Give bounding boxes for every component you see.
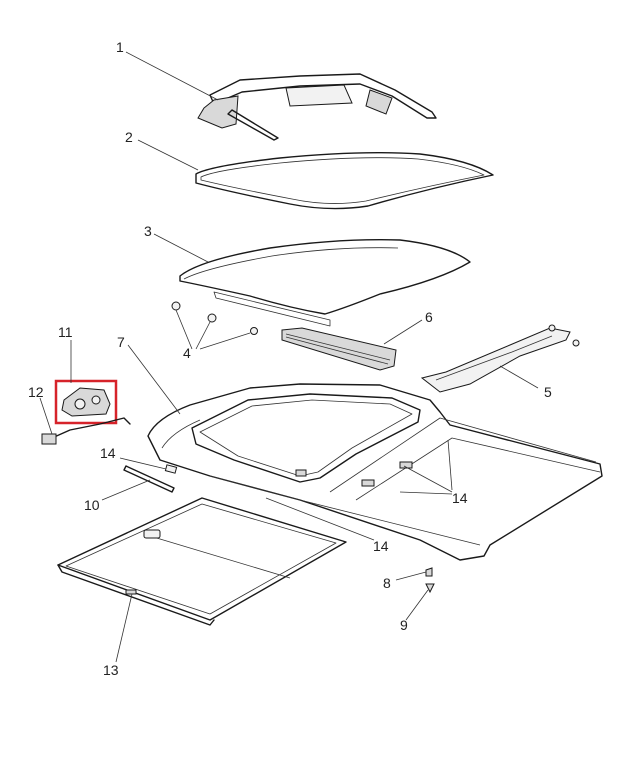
part-7-sunroof-frame: [147, 383, 603, 561]
part-10-drain-tube: [123, 465, 175, 493]
callout-11: 11: [58, 324, 73, 340]
part-13-sunshade: [57, 497, 347, 626]
callout-14-bottom: 14: [373, 538, 389, 554]
callout-6: 6: [425, 309, 433, 325]
part-1-wind-deflector: [197, 73, 437, 141]
callout-14-left: 14: [100, 445, 116, 461]
part-3-glass-panel: [179, 238, 471, 327]
callout-10: 10: [84, 497, 100, 513]
callout-8: 8: [383, 575, 391, 591]
highlight-box: [54, 379, 118, 425]
callout-1: 1: [116, 39, 124, 55]
part-11-motor: [54, 379, 118, 425]
part-14-pad-left: [164, 464, 178, 474]
callout-3: 3: [144, 223, 152, 239]
part-4-nuts: [171, 301, 258, 335]
callout-4: 4: [183, 345, 191, 361]
callout-9: 9: [400, 617, 408, 633]
leader-lines: [39, 51, 539, 663]
callout-2: 2: [125, 129, 133, 145]
callouts: 1 2 3 4 5 6 7 8 9 10 11 12 13 14 14 14: [28, 39, 552, 678]
callout-13: 13: [103, 662, 119, 678]
part-9-fastener: [425, 583, 435, 594]
callout-7: 7: [117, 334, 125, 350]
part-5-rear-cross-member: [420, 324, 580, 393]
callout-12: 12: [28, 384, 44, 400]
callout-5: 5: [544, 384, 552, 400]
part-6-deflector-strip: [281, 327, 397, 371]
callout-14-right: 14: [452, 490, 468, 506]
part-8-fastener: [425, 567, 433, 577]
part-2-glass-seal: [195, 151, 494, 210]
part-12-wire-harness: [41, 417, 131, 445]
